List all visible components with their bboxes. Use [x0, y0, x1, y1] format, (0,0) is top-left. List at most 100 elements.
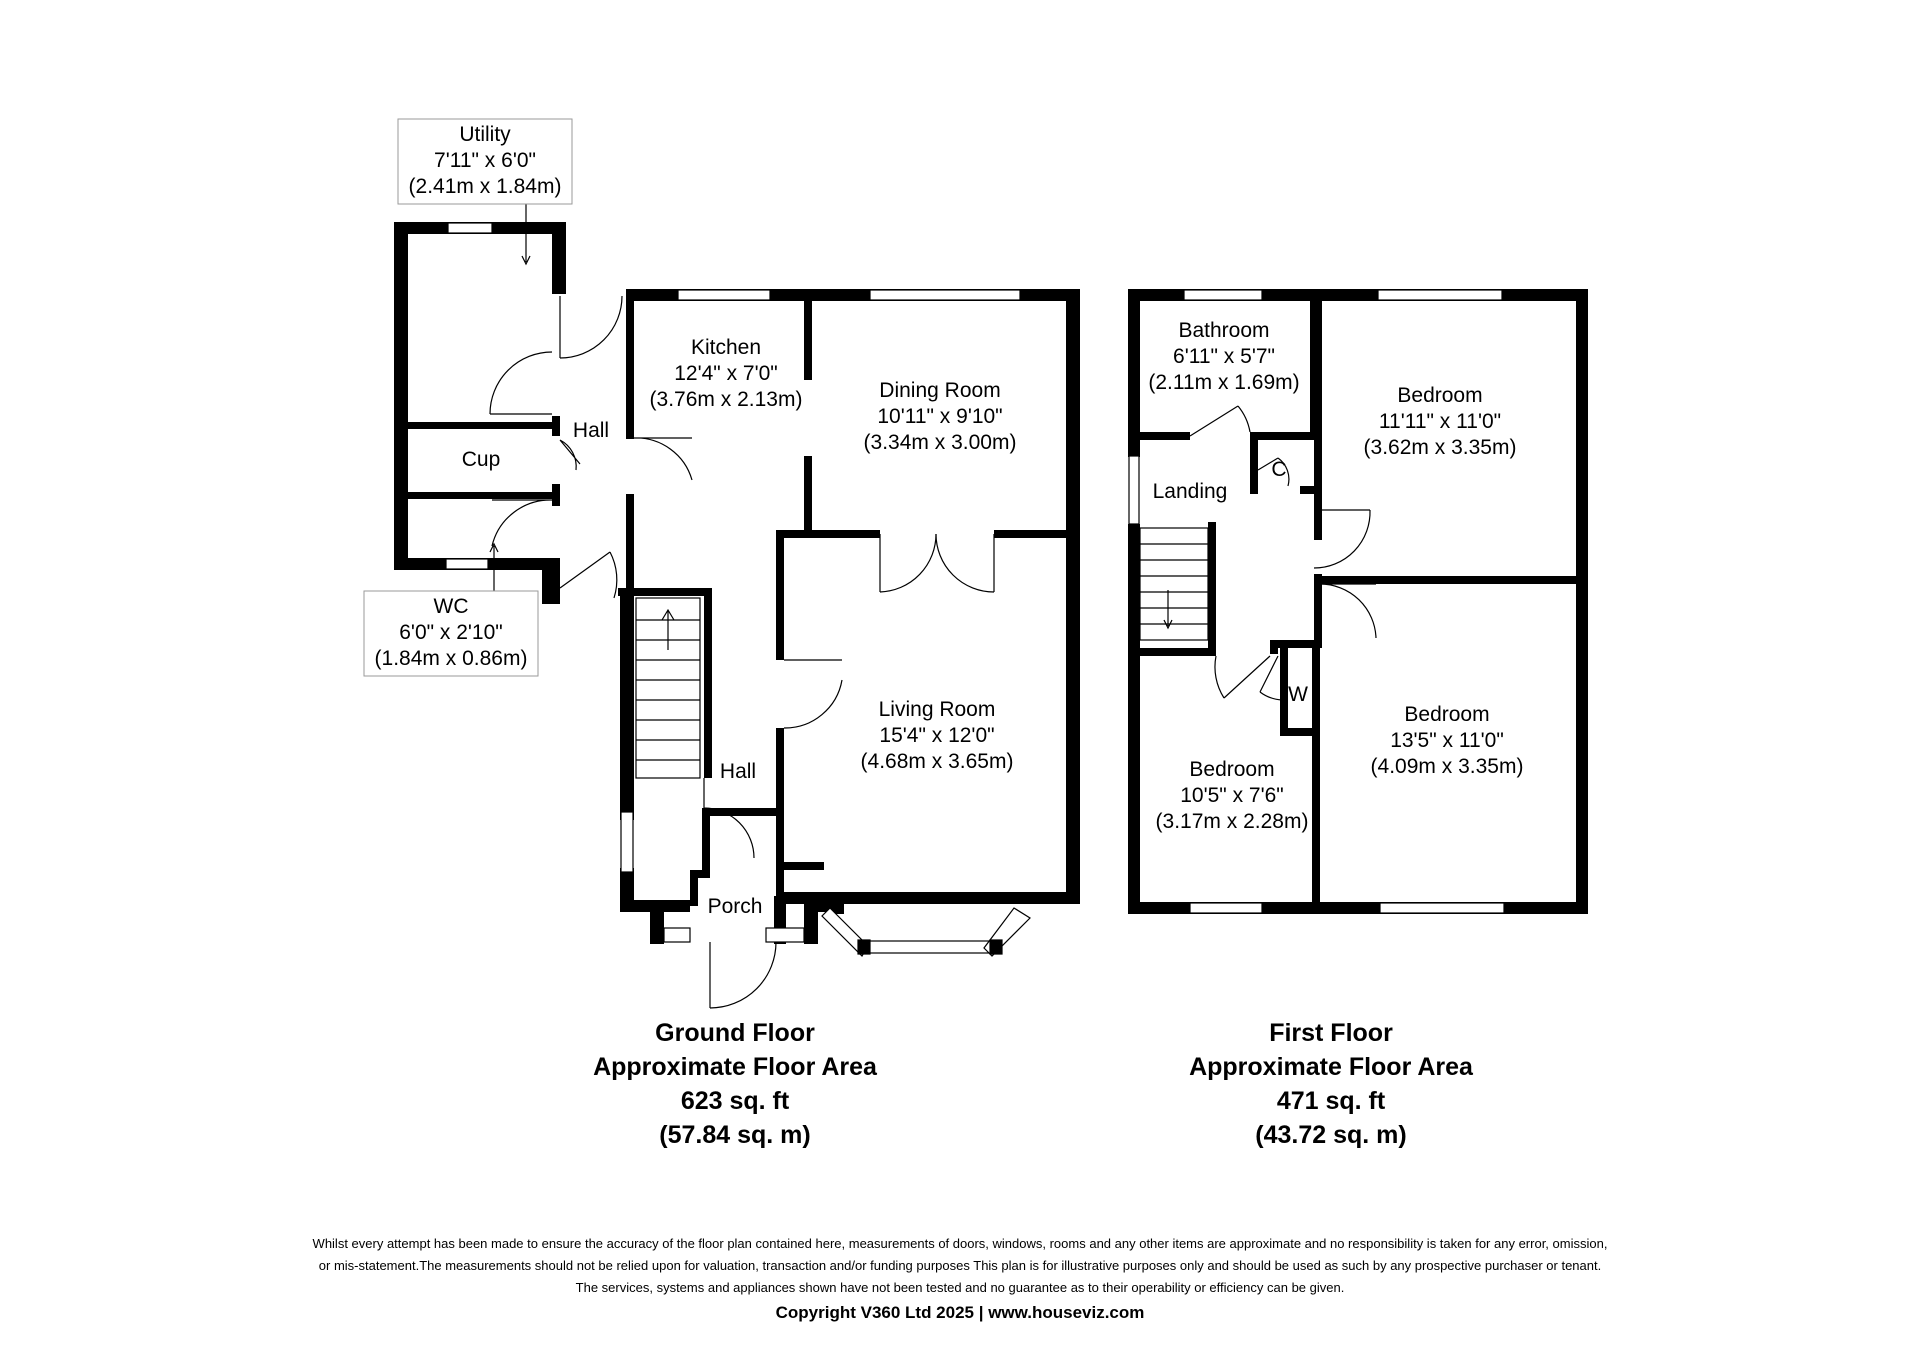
wall [408, 492, 552, 499]
room-size-bedroom-2: 13'5" x 11'0" [1390, 729, 1504, 752]
door-swing [709, 941, 777, 1009]
room-name-wc: WC [434, 595, 469, 618]
wall [776, 728, 784, 868]
wall [650, 900, 664, 944]
wall [776, 862, 824, 870]
door-swing [783, 659, 843, 729]
first-floor-title: First Floor [1269, 1019, 1393, 1047]
ground-floor-labels: Utility 7'11" x 6'0" (2.41m x 1.84m) Kit… [363, 118, 1016, 1149]
wall [1310, 296, 1322, 432]
room-metric-living: (4.68m x 3.65m) [861, 750, 1014, 773]
wall [552, 484, 560, 506]
door-swing [559, 439, 581, 471]
door-swing [935, 533, 995, 593]
wall [1312, 640, 1320, 736]
room-name-bedroom-1: Bedroom [1397, 384, 1482, 407]
ground-floor-subtitle: Approximate Floor Area [593, 1053, 878, 1081]
wall [1576, 289, 1588, 914]
window-corner [989, 939, 1003, 955]
staircase [635, 597, 701, 779]
window [445, 558, 489, 570]
wall [618, 588, 712, 596]
wall [690, 870, 698, 906]
door-swing [1319, 583, 1377, 639]
door-swing [1259, 655, 1283, 701]
wall [994, 530, 1074, 538]
wall [776, 530, 784, 538]
label-cupboard: Cup [462, 448, 501, 471]
wall [1320, 644, 1322, 648]
room-metric-kitchen: (3.76m x 2.13m) [650, 388, 803, 411]
wall [1300, 486, 1322, 494]
window [821, 907, 869, 957]
ground-floor-plan [394, 222, 1080, 944]
wall [1250, 432, 1258, 494]
window [1128, 455, 1140, 525]
door-swing [879, 533, 937, 593]
first-floor-area-sqm: (43.72 sq. m) [1255, 1121, 1406, 1149]
room-name-dining: Dining Room [879, 379, 1000, 402]
door-swing [491, 499, 553, 547]
disclaimer-line-1: Whilst every attempt has been made to en… [313, 1236, 1608, 1251]
window [869, 289, 1021, 301]
room-metric-bedroom-3: (3.17m x 2.28m) [1156, 810, 1309, 833]
door-swing [1313, 509, 1371, 569]
window [1377, 289, 1503, 301]
wc-arrow [489, 542, 499, 592]
room-metric-bathroom: (2.11m x 1.69m) [1148, 371, 1299, 394]
wall [1270, 640, 1278, 654]
copyright: Copyright V360 Ltd 2025 | www.houseviz.c… [776, 1303, 1145, 1322]
wall [552, 222, 566, 294]
room-size-living: 15'4" x 12'0" [879, 724, 994, 747]
footer: Whilst every attempt has been made to en… [313, 1236, 1608, 1322]
first-floor-fixtures [1128, 289, 1505, 914]
wall [1280, 640, 1288, 734]
room-metric-bedroom-2: (4.09m x 3.35m) [1371, 755, 1524, 778]
room-size-bedroom-1: 11'11" x 11'0" [1379, 410, 1501, 433]
wc-label-box [363, 590, 539, 677]
window [447, 222, 493, 234]
wall [1280, 728, 1318, 736]
wall [552, 416, 560, 436]
wall [1314, 574, 1322, 644]
disclaimer-line-2: or mis-statement.The measurements should… [319, 1258, 1601, 1273]
window [1379, 902, 1505, 914]
room-metric-wc: (1.84m x 0.86m) [375, 647, 528, 670]
room-metric-bedroom-1: (3.62m x 3.35m) [1364, 436, 1517, 459]
wall [804, 296, 812, 380]
first-floor-subtitle: Approximate Floor Area [1189, 1053, 1474, 1081]
wall [1208, 522, 1216, 656]
wall [702, 808, 710, 876]
window [867, 940, 993, 954]
window [620, 811, 634, 873]
wall [542, 558, 560, 604]
wall [1250, 486, 1258, 494]
label-hall-upper: Hall [573, 419, 609, 442]
window [765, 927, 805, 943]
label-hall-lower: Hall [720, 760, 756, 783]
room-size-dining: 10'11" x 9'10" [877, 405, 1002, 428]
door-swing [703, 778, 755, 859]
wall [1318, 576, 1582, 584]
wall [690, 870, 710, 878]
door-swing [559, 295, 623, 359]
wall [704, 588, 712, 778]
label-wardrobe-w: W [1288, 683, 1308, 706]
wall [408, 422, 552, 429]
first-floor-area-sqft: 471 sq. ft [1277, 1087, 1386, 1115]
wall [702, 808, 778, 816]
room-name-living: Living Room [879, 698, 996, 721]
staircase [1139, 527, 1209, 641]
wall [776, 860, 784, 910]
wall [394, 222, 408, 570]
ground-floor-title: Ground Floor [655, 1019, 815, 1047]
door-swing [1257, 457, 1290, 487]
door-swing [489, 351, 553, 415]
wall [626, 494, 634, 594]
wall [1270, 640, 1320, 648]
door-swing [1214, 655, 1271, 699]
utility-label-box [397, 118, 573, 205]
wall [776, 530, 784, 660]
wall [1134, 432, 1190, 440]
wall [1128, 289, 1140, 457]
